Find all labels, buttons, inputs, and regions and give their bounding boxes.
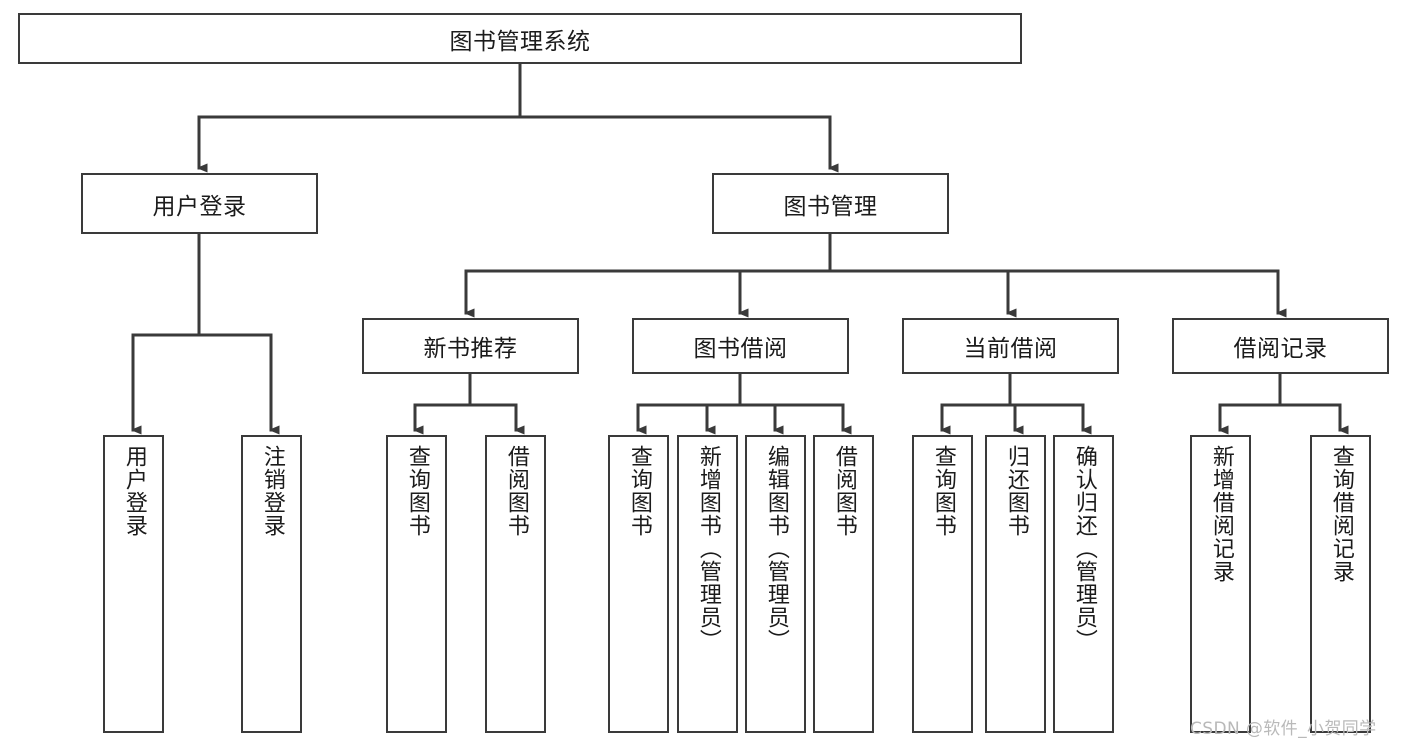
node-leaf-query-book-1-label: 查询图书 — [404, 445, 430, 537]
node-leaf-edit-book[interactable]: 编辑图书（管理员） — [745, 435, 806, 733]
node-leaf-query-book-1[interactable]: 查询图书 — [386, 435, 447, 733]
node-leaf-add-book[interactable]: 新增图书（管理员） — [677, 435, 738, 733]
node-leaf-query-book-2-label: 查询图书 — [626, 445, 652, 537]
node-leaf-borrow-book-1[interactable]: 借阅图书 — [485, 435, 546, 733]
node-current-borrow[interactable]: 当前借阅 — [902, 318, 1119, 374]
node-borrow-record-label: 借阅记录 — [1233, 336, 1328, 362]
node-leaf-user-login-label: 用户登录 — [121, 445, 147, 537]
node-root[interactable]: 图书管理系统 — [18, 13, 1022, 64]
node-leaf-confirm-return-label: 确认归还（管理员） — [1071, 445, 1097, 652]
node-leaf-query-book-3[interactable]: 查询图书 — [912, 435, 973, 733]
node-new-book-recommend[interactable]: 新书推荐 — [362, 318, 579, 374]
node-book-borrow[interactable]: 图书借阅 — [632, 318, 849, 374]
node-user-login[interactable]: 用户登录 — [81, 173, 318, 234]
node-leaf-user-logout-label: 注销登录 — [259, 445, 285, 537]
node-leaf-borrow-book-2-label: 借阅图书 — [831, 445, 857, 537]
node-leaf-confirm-return[interactable]: 确认归还（管理员） — [1053, 435, 1114, 733]
csdn-watermark: CSDN @软件_小贺同学 — [1190, 719, 1377, 739]
node-new-book-recommend-label: 新书推荐 — [423, 336, 518, 362]
node-leaf-add-record[interactable]: 新增借阅记录 — [1190, 435, 1251, 733]
node-leaf-query-record-label: 查询借阅记录 — [1328, 445, 1354, 583]
node-leaf-return-book[interactable]: 归还图书 — [985, 435, 1046, 733]
node-leaf-return-book-label: 归还图书 — [1003, 445, 1029, 537]
node-leaf-user-logout[interactable]: 注销登录 — [241, 435, 302, 733]
node-book-management-label: 图书管理 — [783, 193, 878, 220]
node-leaf-add-book-label: 新增图书（管理员） — [695, 445, 721, 652]
node-current-borrow-label: 当前借阅 — [963, 336, 1058, 362]
node-borrow-record[interactable]: 借阅记录 — [1172, 318, 1389, 374]
node-root-label: 图书管理系统 — [449, 28, 591, 55]
node-book-management[interactable]: 图书管理 — [712, 173, 949, 234]
node-leaf-query-book-2[interactable]: 查询图书 — [608, 435, 669, 733]
node-user-login-label: 用户登录 — [152, 193, 247, 220]
node-leaf-query-record[interactable]: 查询借阅记录 — [1310, 435, 1371, 733]
node-leaf-borrow-book-1-label: 借阅图书 — [503, 445, 529, 537]
node-leaf-add-record-label: 新增借阅记录 — [1208, 445, 1234, 583]
node-book-borrow-label: 图书借阅 — [693, 336, 788, 362]
node-leaf-query-book-3-label: 查询图书 — [930, 445, 956, 537]
node-leaf-borrow-book-2[interactable]: 借阅图书 — [813, 435, 874, 733]
node-leaf-user-login[interactable]: 用户登录 — [103, 435, 164, 733]
node-leaf-edit-book-label: 编辑图书（管理员） — [763, 445, 789, 652]
